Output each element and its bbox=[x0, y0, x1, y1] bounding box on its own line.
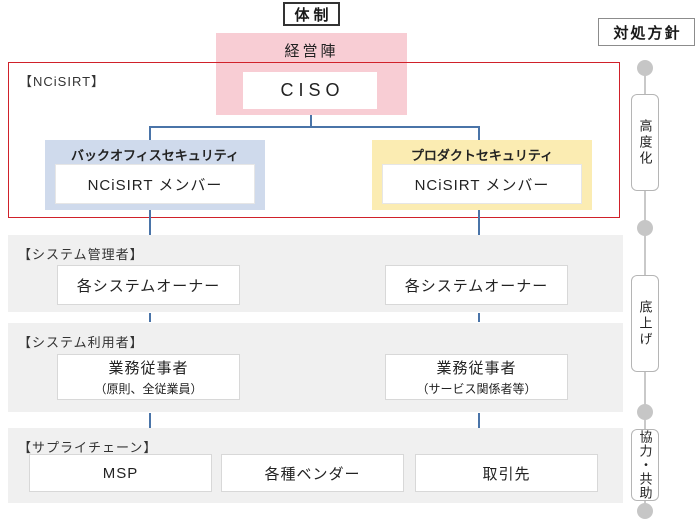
ciso-box: CISO bbox=[243, 72, 377, 109]
node-title: 各種ベンダー bbox=[264, 465, 361, 483]
connector-line bbox=[478, 126, 480, 140]
business-partner-box: 取引先 bbox=[415, 454, 598, 492]
node-subtitle: （サービス関係者等） bbox=[416, 382, 537, 396]
ncisirt-frame: 【NCiSIRT】 bbox=[8, 62, 620, 218]
policy-title: 対処方針 bbox=[598, 18, 695, 46]
structure-title: 体制 bbox=[283, 2, 340, 26]
back-office-member-box: NCiSIRT メンバー bbox=[55, 164, 255, 204]
node-title: 各システムオーナー bbox=[404, 277, 549, 295]
management-label: 経営陣 bbox=[284, 43, 339, 60]
back-office-security-block: バックオフィスセキュリティ NCiSIRT メンバー bbox=[45, 140, 265, 210]
section-label: 【システム利用者】 bbox=[18, 335, 144, 350]
node-title: 業務従事者 bbox=[108, 360, 189, 377]
connector-line bbox=[149, 126, 151, 140]
node-title: MSP bbox=[102, 464, 139, 482]
rail-item-cooperation: 協力・共助 bbox=[631, 429, 659, 501]
worker-box-right: 業務従事者 （サービス関係者等） bbox=[385, 354, 568, 400]
node-subtitle: （原則、全従業員） bbox=[94, 382, 203, 396]
section-system-user: 【システム利用者】 業務従事者 （原則、全従業員） 業務従事者 （サービス関係者… bbox=[8, 323, 623, 412]
connector-line bbox=[310, 115, 312, 127]
rail-dot bbox=[637, 220, 653, 236]
section-system-admin: 【システム管理者】 各システムオーナー 各システムオーナー bbox=[8, 235, 623, 312]
rail-dot bbox=[637, 60, 653, 76]
section-label: 【システム管理者】 bbox=[18, 247, 144, 262]
system-owner-box-right: 各システムオーナー bbox=[385, 265, 568, 305]
rail-dot bbox=[637, 404, 653, 420]
product-security-block: プロダクトセキュリティ NCiSIRT メンバー bbox=[372, 140, 592, 210]
connector-line bbox=[478, 210, 480, 235]
product-member-box: NCiSIRT メンバー bbox=[382, 164, 582, 204]
node-title: 業務従事者 bbox=[436, 360, 517, 377]
back-office-security-label: バックオフィスセキュリティ bbox=[71, 148, 239, 163]
connector-line bbox=[478, 413, 480, 428]
rail-item-baseline-raise: 底上げ bbox=[631, 275, 659, 372]
rail-dot bbox=[637, 503, 653, 519]
ncisirt-label: 【NCiSIRT】 bbox=[19, 74, 106, 89]
product-security-label: プロダクトセキュリティ bbox=[410, 148, 554, 163]
system-owner-box-left: 各システムオーナー bbox=[57, 265, 240, 305]
rail-item-advancement: 高度化 bbox=[631, 94, 659, 191]
section-supply-chain: 【サプライチェーン】 MSP 各種ベンダー 取引先 bbox=[8, 428, 623, 503]
section-label: 【サプライチェーン】 bbox=[18, 440, 158, 455]
connector-line bbox=[149, 413, 151, 428]
node-title: 取引先 bbox=[482, 465, 531, 483]
connector-line bbox=[149, 313, 151, 322]
msp-box: MSP bbox=[29, 454, 212, 492]
worker-box-left: 業務従事者 （原則、全従業員） bbox=[57, 354, 240, 400]
node-title: 各システムオーナー bbox=[76, 277, 221, 295]
vendor-box: 各種ベンダー bbox=[221, 454, 404, 492]
connector-line bbox=[149, 210, 151, 235]
connector-line bbox=[478, 313, 480, 322]
connector-line bbox=[149, 126, 480, 128]
